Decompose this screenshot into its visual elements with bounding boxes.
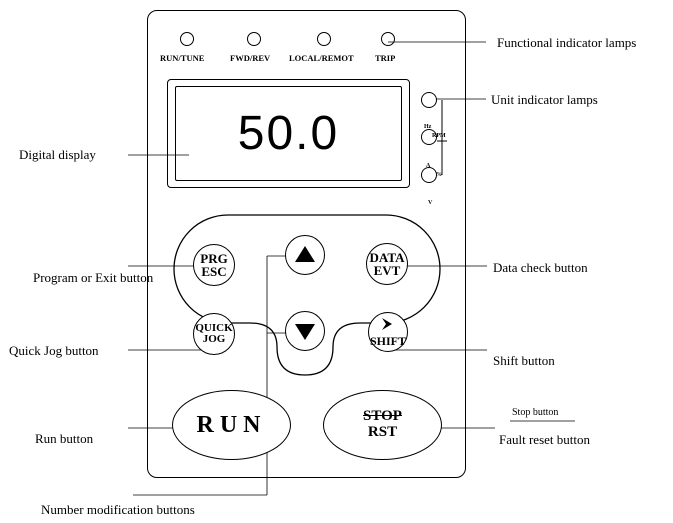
data-check-callout: Data check button xyxy=(493,260,588,275)
unit-v-label: V xyxy=(428,200,433,206)
up-triangle-icon xyxy=(295,246,315,262)
down-triangle-icon xyxy=(295,324,315,340)
esc-label: ESC xyxy=(201,264,227,279)
unit-lamps-callout: Unit indicator lamps xyxy=(491,92,598,107)
stop-rst-button[interactable]: STOP RST xyxy=(323,390,442,460)
digital-display: 50.0 xyxy=(167,79,410,188)
fwd-rev-lamp xyxy=(247,32,261,46)
fwd-rev-label: FWD/REV xyxy=(230,53,271,63)
evt-label: EVT xyxy=(373,263,401,278)
unit-a-label: A xyxy=(426,163,431,169)
quick-label: QUICK xyxy=(195,322,233,334)
unit-lamp-1 xyxy=(421,92,437,108)
run-label: RUN xyxy=(196,412,267,438)
data-evt-button[interactable]: DATA EVT xyxy=(366,243,408,285)
button-cluster-outline xyxy=(173,214,441,376)
data-label: DATA xyxy=(369,250,405,265)
quick-jog-button[interactable]: QUICK JOG xyxy=(193,313,235,355)
local-remot-label: LOCAL/REMOT xyxy=(289,53,354,63)
fault-reset-callout: Fault reset button xyxy=(499,432,590,447)
functional-lamps-callout: Functional indicator lamps xyxy=(497,35,637,50)
local-remot-lamp xyxy=(317,32,331,46)
run-button[interactable]: RUN xyxy=(172,390,291,460)
shift-callout: Shift button xyxy=(493,353,555,368)
rst-label: RST xyxy=(367,424,398,440)
run-tune-lamp xyxy=(180,32,194,46)
right-chevron-icon xyxy=(382,318,392,330)
shift-button[interactable]: SHIFT xyxy=(368,312,408,352)
run-tune-label: RUN/TUNE xyxy=(160,53,205,63)
unit-percent-label: % xyxy=(436,172,442,178)
shift-label: SHIFT xyxy=(369,334,406,348)
display-value: 50.0 xyxy=(237,107,340,160)
number-mod-callout: Number modification buttons xyxy=(41,502,195,517)
trip-label: TRIP xyxy=(375,53,396,63)
unit-lamp-3 xyxy=(421,167,437,183)
trip-lamp xyxy=(381,32,395,46)
display-screen: 50.0 xyxy=(175,86,402,181)
prg-label: PRG xyxy=(200,251,228,266)
down-button[interactable] xyxy=(285,311,325,351)
up-button[interactable] xyxy=(285,235,325,275)
run-callout: Run button xyxy=(35,431,94,446)
quick-jog-callout: Quick Jog button xyxy=(9,343,99,358)
program-exit-callout: Program or Exit button xyxy=(33,270,154,285)
stop-callout: Stop button xyxy=(512,407,559,418)
unit-hz-label: Hz xyxy=(424,124,432,130)
prg-esc-button[interactable]: PRG ESC xyxy=(193,244,235,286)
jog-label: JOG xyxy=(202,333,226,345)
stop-label: STOP xyxy=(363,408,402,425)
unit-lamp-2 xyxy=(421,129,437,145)
unit-rpm-label: RPM xyxy=(432,133,446,139)
digital-display-callout: Digital display xyxy=(19,147,96,162)
